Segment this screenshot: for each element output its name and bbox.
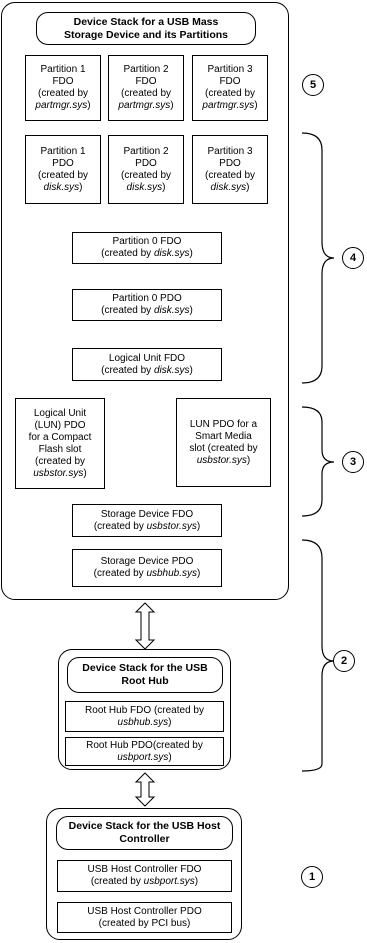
logical-unit-fdo: Logical Unit FDO (created by disk.sys) — [72, 348, 222, 381]
callout-3: 3 — [342, 451, 364, 473]
lun-pdo-smart-media: LUN PDO for a Smart Media slot (created … — [176, 398, 271, 487]
storage-device-fdo: Storage Device FDO (created by usbstor.s… — [72, 504, 222, 537]
callout-5: 5 — [302, 74, 324, 96]
storage-device-pdo: Storage Device PDO (created by usbhub.sy… — [72, 549, 222, 587]
double-arrow-icon — [134, 772, 156, 807]
partition-0-pdo: Partition 0 PDO (created by disk.sys) — [72, 289, 222, 321]
callout-2: 2 — [333, 650, 355, 672]
double-arrow-icon — [134, 602, 156, 650]
brace-icon — [301, 132, 335, 384]
brace-icon — [301, 539, 335, 772]
partition-0-fdo: Partition 0 FDO (created by disk.sys) — [72, 232, 222, 264]
host-controller-pdo: USB Host Controller PDO (created by PCI … — [57, 902, 232, 933]
brace-icon — [301, 406, 335, 517]
callout-4: 4 — [342, 247, 364, 269]
root-hub-fdo: Root Hub FDO (created by usbhub.sys) — [65, 701, 224, 732]
root-hub-pdo: Root Hub PDO(created by usbport.sys) — [65, 737, 224, 766]
callout-1: 1 — [301, 866, 323, 888]
host-controller-fdo: USB Host Controller FDO (created by usbp… — [57, 860, 232, 892]
lun-pdo-compact-flash: Logical Unit (LUN) PDO for a Compact Fla… — [15, 398, 105, 489]
